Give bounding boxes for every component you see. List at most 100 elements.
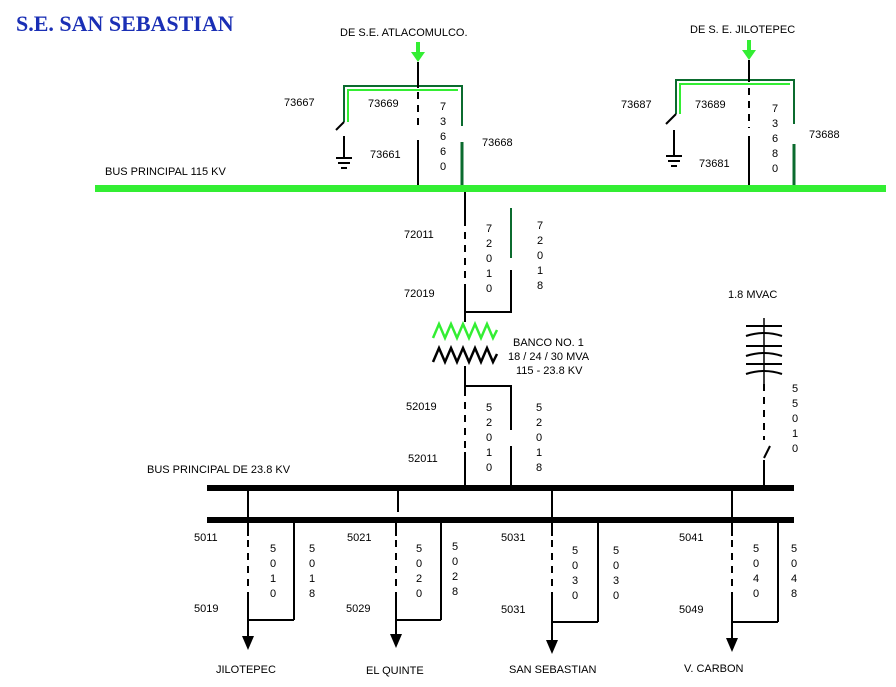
digit: 4 [753,573,759,585]
digit: 1 [309,573,315,585]
digit: 5 [486,402,492,414]
digit: 0 [440,161,446,173]
bus-23kv-label: BUS PRINCIPAL DE 23.8 KV [147,464,291,476]
digit: 7 [537,220,543,232]
digit: 6 [440,146,446,158]
digit: 5 [572,545,578,557]
digit: 3 [772,118,778,130]
switch-5031-lower-label: 5031 [501,604,525,616]
digit: 5 [309,543,315,555]
feeder-v-carbon [726,491,779,652]
transformer-voltage: 115 - 23.8 KV [516,365,583,377]
digit: 0 [572,560,578,572]
bay-jilotepec [665,60,796,188]
switch-5049-label: 5049 [679,604,703,616]
transformer-lv-bay [464,366,512,487]
digit: 7 [772,103,778,115]
digit: 0 [270,588,276,600]
switch-73667-label: 73667 [284,97,315,109]
switch-73687-label: 73687 [621,99,652,111]
digit: 3 [613,575,619,587]
digit: 2 [486,238,492,250]
switch-73661-label: 73661 [370,149,401,161]
digit: 0 [270,558,276,570]
switch-72019-label: 72019 [404,288,435,300]
switch-73669-label: 73669 [368,98,399,110]
digit: 5 [536,402,542,414]
switch-73668-label: 73668 [482,137,513,149]
switch-52011-label: 52011 [408,453,438,465]
digit: 2 [452,571,458,583]
feeder-jilotepec [242,491,295,650]
digit: 2 [486,417,492,429]
digit: 0 [486,283,492,295]
feeder-san-sebastian [546,491,599,654]
switch-52019-label: 52019 [406,401,437,413]
breaker-5030-label: 5 0 3 0 [572,545,578,602]
digit: 8 [452,586,458,598]
digit: 1 [537,265,543,277]
digit: 0 [613,590,619,602]
digit: 0 [613,560,619,572]
bus-23kv-main [207,485,794,491]
digit: 7 [440,101,446,113]
digit: 8 [791,588,797,600]
feeder-el-quinte [390,491,442,648]
digit: 0 [572,590,578,602]
switch-52018-label: 5 2 0 1 8 [536,402,542,474]
digit: 0 [537,250,543,262]
bay-atlacomulco [335,62,464,188]
digit: 0 [309,558,315,570]
transformer-name: BANCO NO. 1 [513,337,584,349]
digit: 4 [791,573,797,585]
digit: 1 [536,447,542,459]
source-atlacomulco-label: DE S.E. ATLACOMULCO. [340,27,468,39]
digit: 8 [309,588,315,600]
feeder-v-carbon-label: V. CARBON [684,663,744,675]
switch-5011-label: 5011 [194,532,218,544]
digit: 6 [772,133,778,145]
digit: 0 [791,558,797,570]
digit: 5 [416,543,422,555]
digit: 1 [486,447,492,459]
digit: 0 [536,432,542,444]
digit: 5 [613,545,619,557]
capacitor-label: 1.8 MVAC [728,289,777,301]
digit: 0 [416,558,422,570]
digit: 0 [486,432,492,444]
source-arrow-atlacomulco-icon [411,42,425,62]
switch-5041-label: 5041 [679,532,703,544]
switch-73689-label: 73689 [695,99,726,111]
digit: 2 [536,417,542,429]
digit: 5 [792,383,798,395]
digit: 5 [753,543,759,555]
feeder-san-sebastian-label: SAN SEBASTIAN [509,664,596,676]
feeder-el-quinte-label: EL QUINTE [366,665,424,677]
digit: 8 [536,462,542,474]
switch-5029-label: 5029 [346,603,370,615]
bus-115kv [95,185,886,192]
switch-5031-label: 5031 [501,532,525,544]
page-title: S.E. SAN SEBASTIAN [16,11,234,36]
digit: 0 [792,443,798,455]
digit: 0 [753,588,759,600]
transformer-rating: 18 / 24 / 30 MVA [508,351,590,363]
digit: 5 [452,541,458,553]
feeder-jilotepec-label: JILOTEPEC [216,664,276,676]
switch-5018-label: 5 0 1 8 [309,543,315,600]
capacitor-bank-icon [745,318,783,487]
digit: 3 [572,575,578,587]
digit: 0 [452,556,458,568]
switch-72011-label: 72011 [404,229,434,241]
switch-73688-label: 73688 [809,129,840,141]
digit: 1 [486,268,492,280]
